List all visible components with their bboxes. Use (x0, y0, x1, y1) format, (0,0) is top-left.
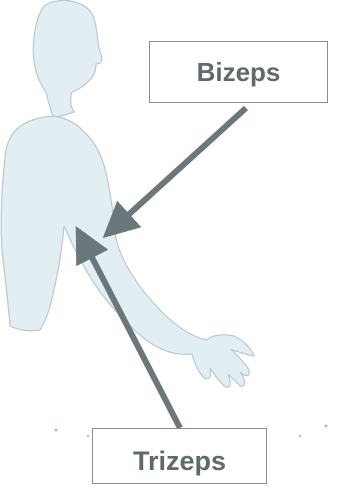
head-icon (33, 0, 102, 118)
bizeps-label-box: Bizeps (149, 41, 328, 103)
bizeps-label: Bizeps (197, 57, 281, 88)
torso-arm-icon (1, 116, 254, 387)
trizeps-label-box: Trizeps (92, 428, 267, 484)
bizeps-arrow-icon (116, 108, 246, 226)
trizeps-label: Trizeps (133, 446, 226, 477)
